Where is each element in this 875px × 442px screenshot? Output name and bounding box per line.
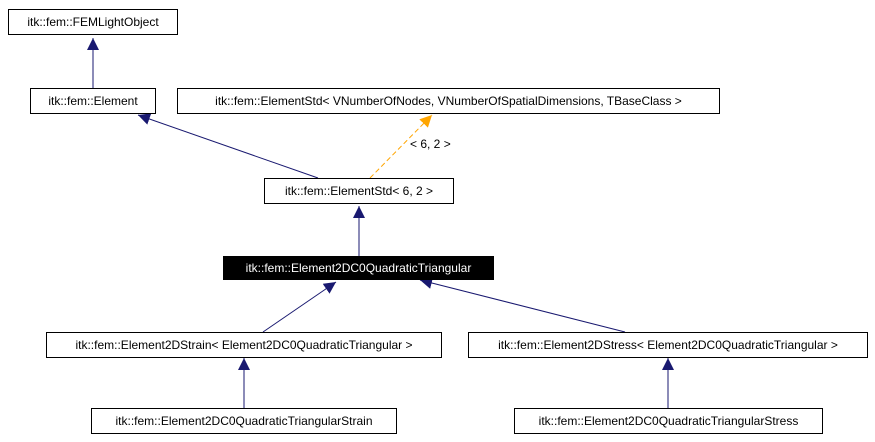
edge-label-template-args: < 6, 2 > [410, 137, 451, 151]
node-element-2d-strain[interactable]: itk::fem::Element2DStrain< Element2DC0Qu… [46, 332, 442, 358]
edge-elementstd62-to-element [137, 113, 319, 179]
node-element-2d-c0-quadratic-triangular: itk::fem::Element2DC0QuadraticTriangular [223, 256, 494, 280]
node-element-std-6-2[interactable]: itk::fem::ElementStd< 6, 2 > [264, 178, 454, 204]
node-element[interactable]: itk::fem::Element [30, 88, 156, 114]
node-fem-light-object[interactable]: itk::fem::FEMLightObject [8, 9, 178, 35]
node-element-2d-c0-quadratic-triangular-stress[interactable]: itk::fem::Element2DC0QuadraticTriangular… [514, 408, 823, 434]
edge-strain-to-quadratictriangular [262, 281, 337, 333]
node-element-2d-stress[interactable]: itk::fem::Element2DStress< Element2DC0Qu… [468, 332, 868, 358]
node-element-std-template[interactable]: itk::fem::ElementStd< VNumberOfNodes, VN… [177, 88, 720, 114]
edge-elementstd62-to-elementstd-template [369, 114, 433, 179]
node-element-2d-c0-quadratic-triangular-strain[interactable]: itk::fem::Element2DC0QuadraticTriangular… [91, 408, 397, 434]
edge-stress-to-quadratictriangular [419, 277, 626, 333]
